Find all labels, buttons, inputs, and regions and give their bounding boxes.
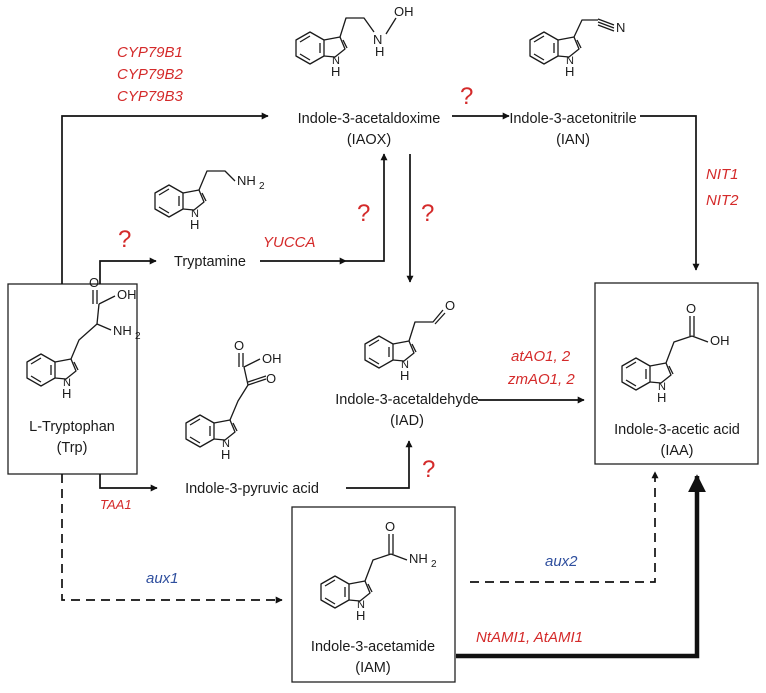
svg-text:O: O [385,519,395,534]
ian-abbr: (IAN) [556,132,590,148]
enzyme-ntami: NtAMI1, AtAMI1 [476,629,583,646]
arrow-trp-to-tryptamine [99,257,157,284]
svg-text:O: O [89,275,99,290]
svg-text:H: H [190,217,199,232]
svg-text:H: H [400,368,409,383]
iaa-structure: N H O OH [621,301,730,405]
enzyme-atao: atAO1, 2 [511,348,571,365]
svg-text:H: H [657,390,666,405]
svg-text:N: N [566,55,574,67]
iad-abbr: (IAD) [390,413,424,429]
svg-text:H: H [62,386,71,401]
svg-text:2: 2 [259,181,265,192]
trp-structure: N H O OH NH 2 [26,275,141,401]
svg-text:OH: OH [710,333,730,348]
iam-structure: N H O NH 2 [320,519,437,623]
enzyme-cyp79b2: CYP79B2 [117,66,184,83]
iaa-box [594,282,759,465]
svg-text:N: N [373,32,382,47]
arrow-up-to-iaox [346,153,388,262]
iam-box [291,506,456,683]
svg-text:NH: NH [113,323,132,338]
iaox-abbr: (IAOX) [347,132,391,148]
iad-label: Indole-3-acetaldehyde [335,392,479,408]
enzyme-cyp79b1: CYP79B1 [117,44,183,61]
svg-text:N: N [616,20,625,35]
svg-text:H: H [221,447,230,462]
trp-abbr: (Trp) [57,440,88,456]
ian-label: Indole-3-acetonitrile [509,111,636,127]
svg-text:N: N [222,438,230,450]
arrow-trp-to-ipa [99,474,158,492]
iam-abbr: (IAM) [355,660,390,676]
svg-text:OH: OH [394,4,414,19]
svg-text:O: O [445,298,455,313]
svg-text:2: 2 [135,331,141,342]
iam-label: Indole-3-acetamide [311,639,435,655]
tryptamine-label: Tryptamine [174,254,246,270]
enzyme-taa1: TAA1 [100,497,132,512]
svg-text:NH: NH [237,173,256,188]
svg-text:O: O [266,371,276,386]
ipa-structure: N H O O OH [185,338,282,462]
unknown-step-iaox-ian: ? [460,83,473,110]
unknown-step-iaox-iad: ? [421,200,434,227]
trp-label: L-Tryptophan [29,419,115,435]
svg-text:N: N [401,359,409,371]
svg-text:N: N [191,208,199,220]
mutant-aux1: aux1 [146,570,179,587]
svg-text:2: 2 [431,559,437,570]
enzyme-nit2: NIT2 [706,192,739,209]
enzyme-nit1: NIT1 [706,166,739,183]
iad-structure: N H O [364,298,455,383]
svg-text:H: H [356,608,365,623]
svg-text:OH: OH [262,351,282,366]
mutant-aux2: aux2 [545,553,578,570]
iaox-structure: H N N H OH [295,4,414,79]
arrow-trp-to-iaox [61,112,269,284]
ipa-label: Indole-3-pyruvic acid [185,481,319,497]
arrow-iam-to-iaa-thick [456,474,706,659]
svg-text:H: H [565,64,574,79]
svg-text:N: N [658,381,666,393]
ian-structure: N H N [529,18,625,79]
svg-text:OH: OH [117,287,137,302]
arrow-ipa-to-iad [346,440,413,489]
iaa-label: Indole-3-acetic acid [614,422,740,438]
arrow-trp-to-iam-dashed [61,474,283,604]
arrow-iam-to-iaa-dashed [470,471,659,583]
enzyme-yucca: YUCCA [263,234,316,251]
svg-text:NH: NH [409,551,428,566]
unknown-step-ipa-iad: ? [422,456,435,483]
unknown-step-tryptamine-iaox: ? [357,200,370,227]
svg-text:O: O [234,338,244,353]
enzyme-zmao: zmAO1, 2 [507,371,575,388]
svg-text:H: H [331,64,340,79]
arrow-ian-to-iaa [640,115,700,271]
svg-text:N: N [332,55,340,67]
trp-box [7,283,138,475]
unknown-step-trp-tryptamine: ? [118,226,131,253]
iaa-abbr: (IAA) [660,443,693,459]
svg-text:O: O [686,301,696,316]
iaox-label: Indole-3-acetaldoxime [298,111,441,127]
enzyme-cyp79b3: CYP79B3 [117,88,184,105]
svg-text:N: N [357,599,365,611]
svg-text:H: H [375,44,384,59]
tryptamine-structure: N H NH 2 [154,170,265,232]
svg-text:N: N [63,377,71,389]
